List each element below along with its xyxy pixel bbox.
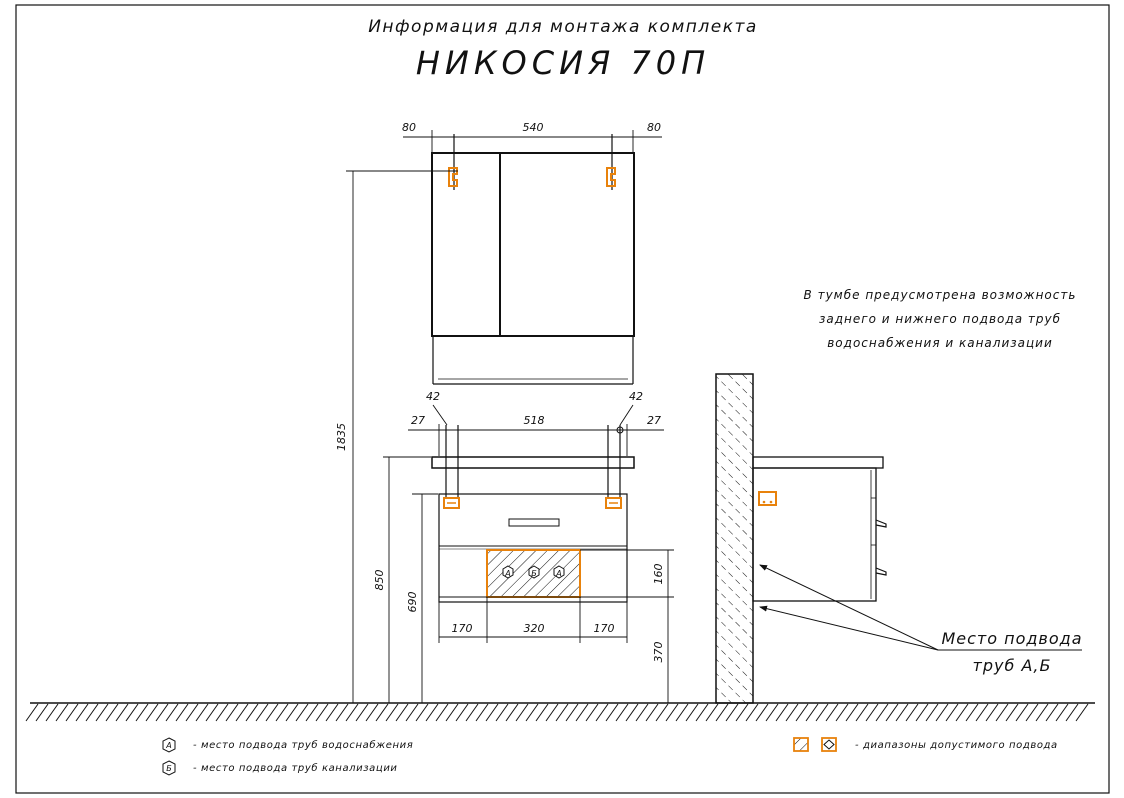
total-height-dimension — [346, 170, 458, 703]
legend-b: Б - место подвода труб канализации — [162, 760, 398, 776]
svg-text:Б: Б — [531, 569, 537, 578]
note-line3: водоснабжения и канализации — [827, 336, 1053, 350]
dim-zone-width: 320 — [524, 622, 545, 635]
dim-mirror-right: 80 — [647, 121, 661, 134]
callout-line2: труб А,Б — [973, 656, 1052, 675]
vanity-holder-right — [605, 425, 624, 509]
legend-range-text: - диапазоны допустимого подвода — [855, 740, 1058, 751]
note-line2: заднего и нижнего подвода труб — [819, 312, 1061, 326]
mirror-cabinet — [431, 152, 635, 385]
svg-text:А: А — [504, 569, 510, 578]
marker-a-left: А — [502, 565, 514, 579]
vanity-height-dimensions — [383, 456, 438, 703]
mirror-width-dimension — [403, 130, 662, 152]
dim-zone-right: 170 — [594, 622, 615, 635]
marker-a-right: А — [553, 565, 565, 579]
dim-mirror-left: 80 — [402, 121, 416, 134]
vanity-holder-left — [443, 425, 460, 509]
dim-cab-width: 518 — [524, 414, 545, 427]
wall-section — [715, 373, 754, 704]
legend-b-text: - место подвода труб канализации — [193, 762, 398, 774]
dim-height-690: 690 — [406, 592, 419, 613]
dim-total-height: 1835 — [335, 423, 348, 451]
legend-a-text: - место подвода труб водоснабжения — [193, 739, 413, 751]
vanity-side-view — [752, 456, 887, 602]
page-frame — [15, 4, 1110, 794]
callout-leaders — [759, 564, 1082, 651]
note-line1: В тумбе предусмотрена возможность — [804, 288, 1077, 302]
mirror-hanger-right — [606, 134, 616, 190]
vanity-front — [431, 456, 635, 603]
drawing-title: НИКОСИЯ 70П — [416, 44, 710, 82]
mirror-hanger-left — [448, 134, 458, 190]
floor — [25, 702, 1095, 722]
legend-range: - диапазоны допустимого подвода — [793, 737, 1058, 752]
zone-dimensions — [438, 550, 669, 703]
dim-height-850: 850 — [373, 570, 386, 591]
marker-b: Б — [528, 565, 540, 579]
svg-text:А: А — [165, 741, 171, 750]
vanity-width-dimension — [408, 404, 664, 456]
dim-mirror-width: 540 — [523, 121, 544, 134]
dim-zone-floor: 370 — [652, 642, 665, 663]
callout-line1: Место подвода — [941, 629, 1082, 648]
dim-zone-left: 170 — [452, 622, 473, 635]
dim-cab-left: 27 — [411, 414, 425, 427]
legend-a: А - место подвода труб водоснабжения — [162, 737, 413, 753]
dim-holder-left: 42 — [426, 390, 440, 403]
svg-text:А: А — [555, 569, 561, 578]
drawing-subtitle: Информация для монтажа комплекта — [368, 17, 758, 37]
dim-zone-height: 160 — [652, 564, 665, 585]
svg-text:Б: Б — [166, 764, 172, 773]
dim-cab-right: 27 — [647, 414, 661, 427]
dim-holder-right: 42 — [629, 390, 643, 403]
